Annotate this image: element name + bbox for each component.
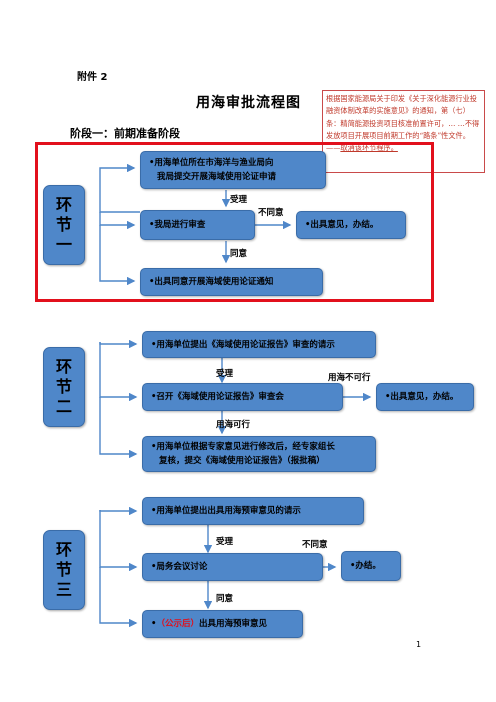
page-number: 1 [416,640,422,649]
step-submit-application: •用海单位所在市海洋与渔业局向 我局提交开展海域使用论证申请 [140,151,326,189]
step-line: •用海单位根据专家意见进行修改后，经专家组长 [151,442,335,452]
step-line: •用海单位所在市海洋与渔业局向 [149,158,274,168]
label-not-feasible: 用海不可行 [328,373,371,383]
label-agree: 同意 [216,594,234,604]
note-text: 根据国家能源局关于印发《关于深化能源行业投融资体制改革的实施意见》的通知，第（七… [326,94,480,153]
step-issue-opinion: •出具意见，办结。 [296,211,406,239]
badge-section-1: 环节一 [43,185,85,265]
step-revise-report: •用海单位根据专家意见进行修改后，经专家组长 复核，提交《海域使用论证报告》（报… [142,436,376,472]
step-conclude: •办结。 [341,551,401,581]
step-line: 我局提交开展海域使用论证申请 [157,172,277,182]
step-bureau-meeting: •局务会议讨论 [142,553,323,581]
highlight-frame [35,142,434,302]
badge-section-2-label: 环节二 [55,357,72,416]
label-reject: 不同意 [258,208,284,218]
label-agree: 同意 [230,249,248,259]
badge-section-1-label: 环节一 [55,195,72,254]
step-issue-opinion: •出具意见，办结。 [376,383,474,411]
badge-section-3-label: 环节三 [55,540,72,599]
badge-section-2: 环节二 [43,347,85,427]
badge-section-3: 环节三 [43,530,85,610]
label-accept: 受理 [216,537,234,547]
bullet: • [151,619,157,629]
label-accept: 受理 [230,195,248,205]
step-line: 复核，提交《海域使用论证报告》（报批稿） [159,456,325,466]
step-issue-notice: •出具同意开展海域使用论证通知 [140,268,323,296]
step-review-meeting: •召开《海域使用论证报告》审查会 [142,383,343,411]
label-feasible: 用海可行 [216,420,251,430]
label-accept: 受理 [216,369,234,379]
step-preview-request: •用海单位提出出具用海预审意见的请示 [142,497,364,525]
step-report-request: •用海单位提出《海域使用论证报告》审查的请示 [142,331,376,358]
publicity-note: （公示后） [156,619,199,629]
step-text: 出具用海预审意见 [198,619,267,629]
step-issue-preview-opinion: •（公示后）出具用海预审意见 [142,610,303,638]
annotation-note: 根据国家能源局关于印发《关于深化能源行业投融资体制改革的实施意见》的通知，第（七… [322,90,485,173]
note-link[interactable]: 取消该环节程序。 [340,143,398,153]
label-reject: 不同意 [302,540,328,550]
attachment-label: 附件 2 [77,72,108,83]
page-title: 用海审批流程图 [196,95,301,111]
stage-heading: 阶段一：前期准备阶段 [70,127,180,140]
step-review: •我局进行审查 [140,210,255,240]
